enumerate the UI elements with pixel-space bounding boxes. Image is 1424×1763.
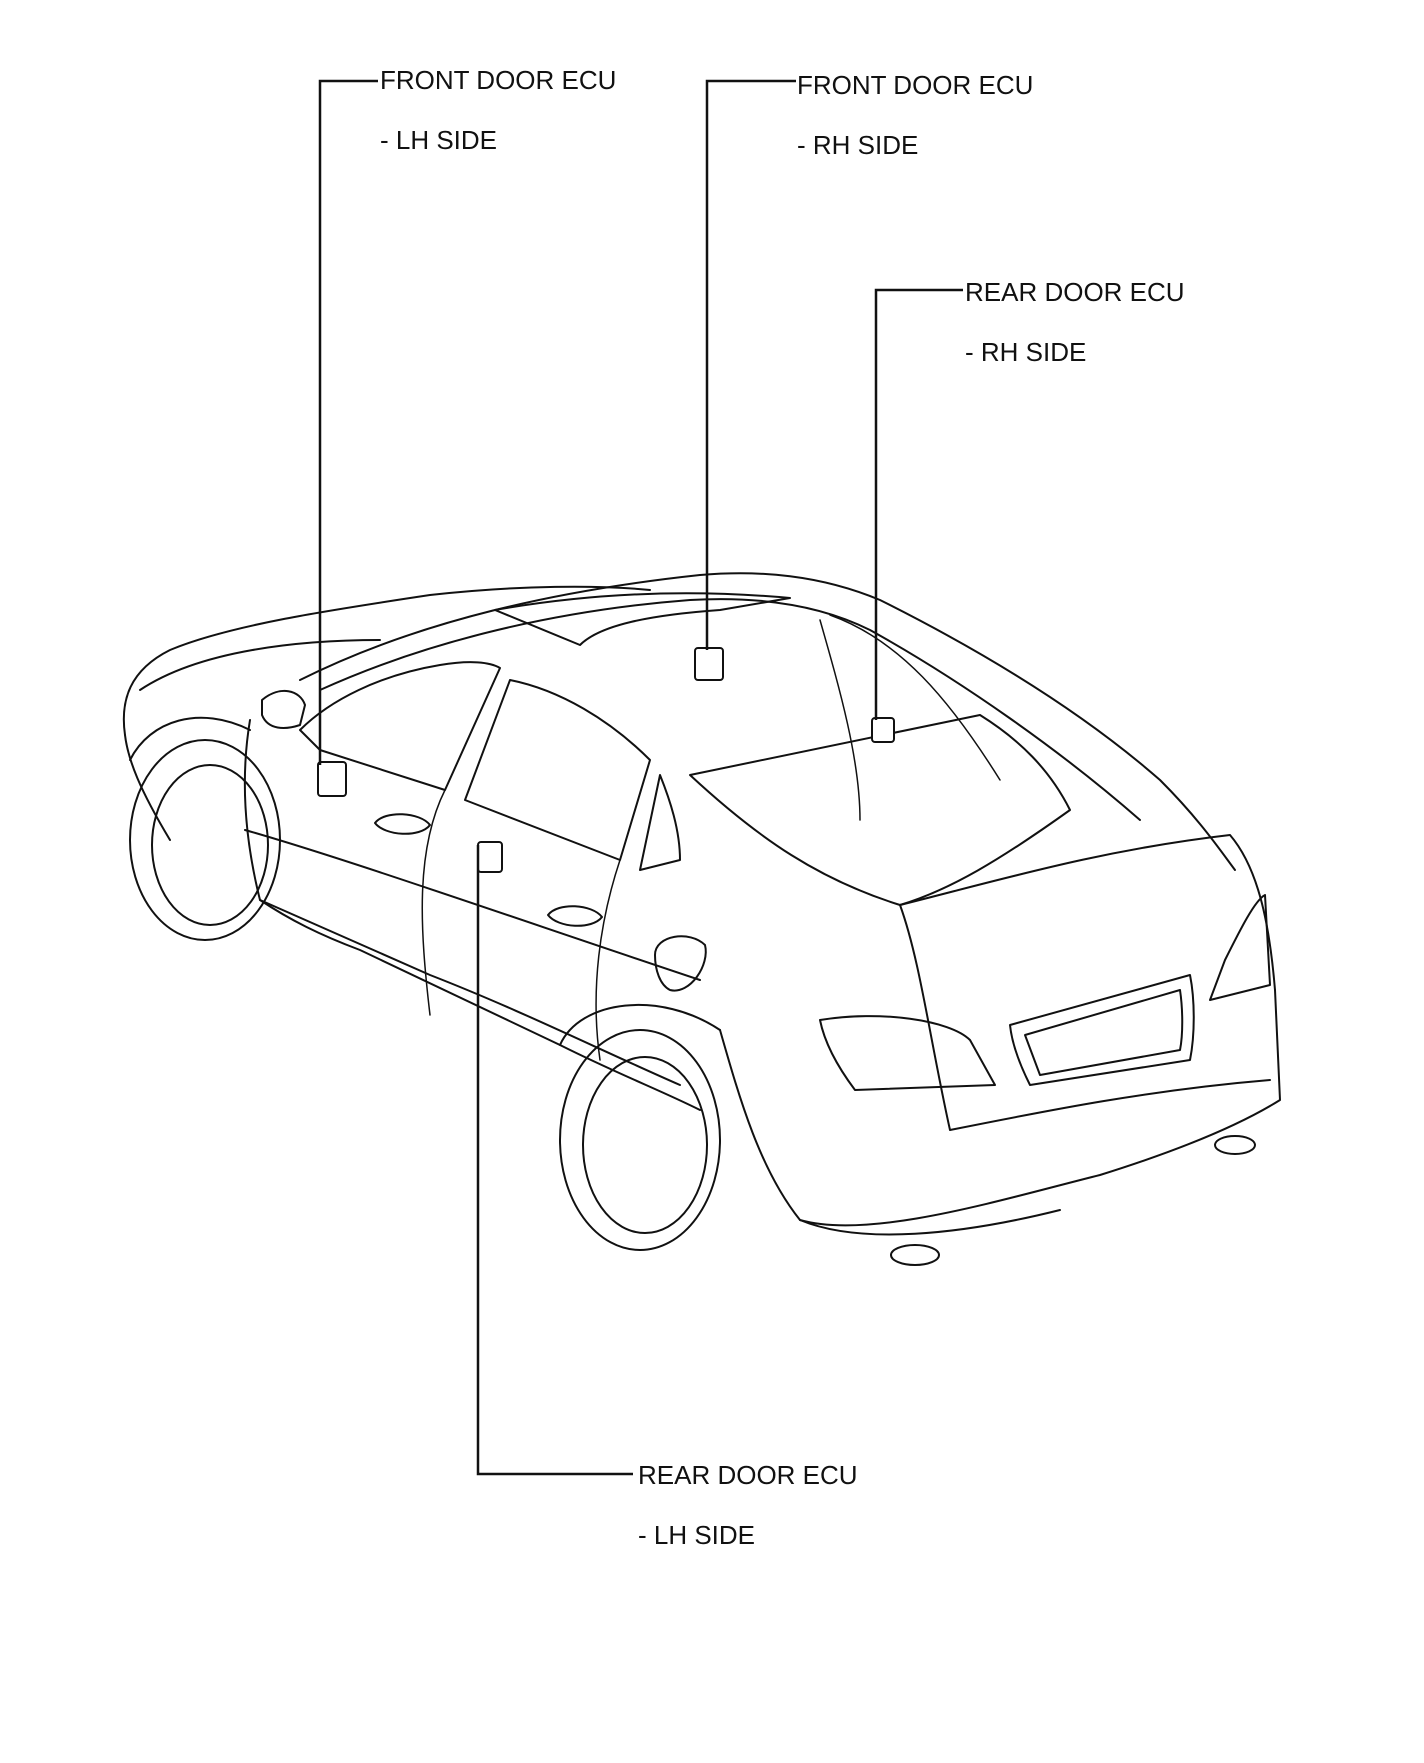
ecu-front-rh-module: [694, 647, 724, 681]
callout-front-door-ecu-lh: FRONT DOOR ECU - LH SIDE: [380, 65, 616, 155]
callout-rear-door-ecu-lh: REAR DOOR ECU - LH SIDE: [638, 1460, 858, 1550]
callout-side: - RH SIDE: [797, 130, 919, 160]
callout-title: REAR DOOR ECU: [965, 277, 1185, 307]
callout-side: - LH SIDE: [638, 1520, 756, 1550]
car-outline: [122, 572, 1281, 1266]
callout-side: - RH SIDE: [965, 337, 1087, 367]
callout-rear-door-ecu-rh: REAR DOOR ECU - RH SIDE: [965, 277, 1185, 367]
callout-side: - LH SIDE: [380, 125, 498, 155]
leader-line-rear-rh: [874, 288, 963, 720]
callout-title: FRONT DOOR ECU: [380, 65, 617, 95]
leader-line-front-lh: [318, 79, 378, 765]
callout-title: FRONT DOOR ECU: [797, 70, 1034, 100]
leader-line-rear-lh: [476, 845, 633, 1476]
leader-line-front-rh: [705, 79, 796, 650]
ecu-rear-rh-module: [871, 717, 895, 743]
ecu-rear-lh-module: [477, 841, 503, 873]
ecu-front-lh-module: [317, 761, 347, 797]
callout-front-door-ecu-rh: FRONT DOOR ECU - RH SIDE: [797, 70, 1033, 160]
callout-title: REAR DOOR ECU: [638, 1460, 858, 1490]
